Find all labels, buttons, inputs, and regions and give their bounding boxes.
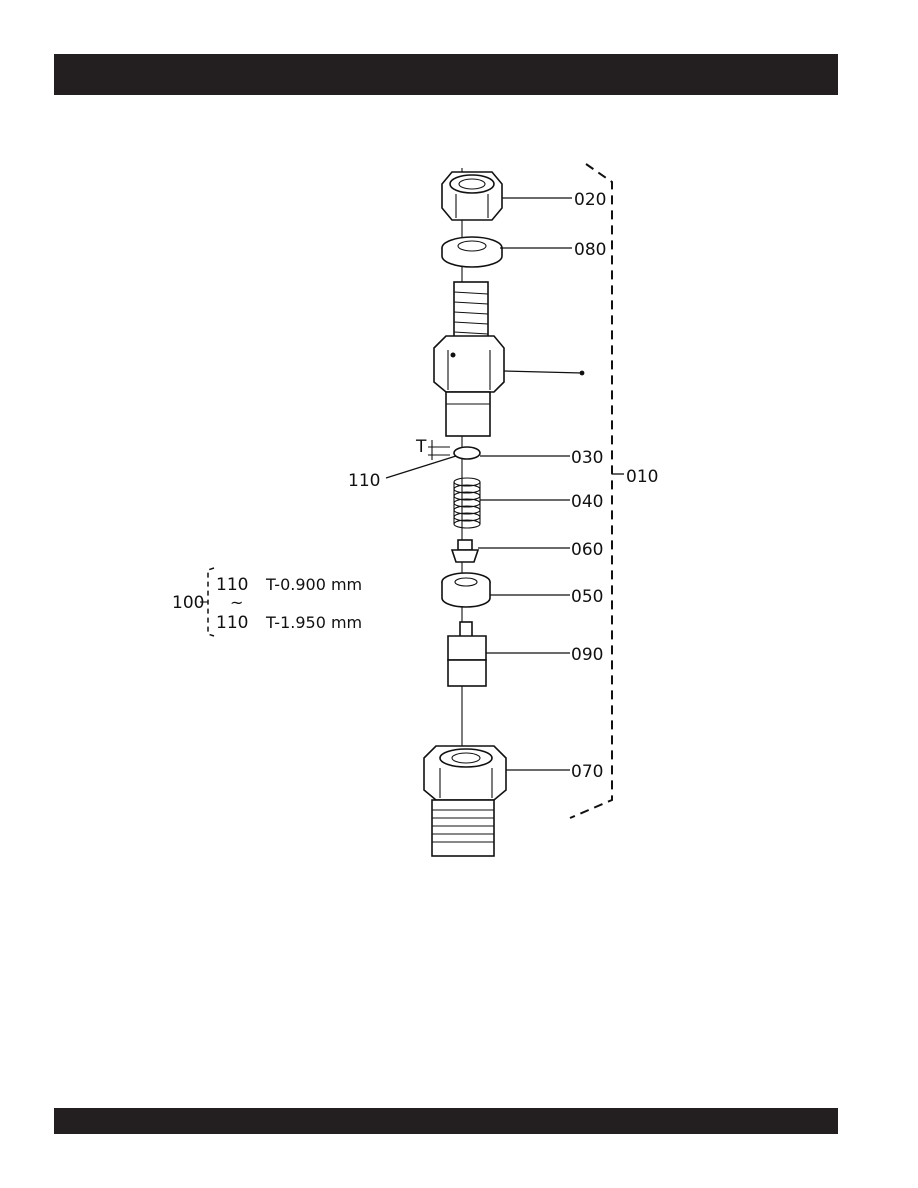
callout-070: 070	[571, 762, 603, 782]
callout-110: 110	[348, 471, 380, 491]
part-040-spring	[453, 477, 481, 529]
part-020-hex-nut	[441, 171, 503, 221]
part-030-disc	[453, 446, 481, 460]
leader-body	[503, 370, 583, 374]
callout-060: 060	[571, 540, 603, 560]
part-holder-body	[433, 281, 505, 437]
shim-brace	[207, 567, 215, 637]
callout-030: 030	[571, 448, 603, 468]
part-090-valve-body	[447, 621, 487, 687]
assembly-bracket-dashed	[569, 163, 613, 819]
shim-selection-table: 100 110 T-0.900 mm ~ 110 T-1.950 mm	[172, 567, 362, 637]
shim-row2-part: 110	[216, 613, 248, 633]
shim-range-tilde: ~	[230, 593, 243, 612]
footer-bar	[54, 1108, 838, 1134]
callout-020: 020	[574, 190, 606, 210]
shim-row1-part: 110	[216, 575, 248, 595]
part-080-washer	[441, 236, 503, 268]
part-060-valve	[450, 539, 480, 563]
part-070-holder-nut	[423, 745, 507, 857]
shim-row1-spec: T-0.900 mm	[265, 575, 362, 594]
part-050-seat-ring	[441, 572, 491, 608]
callout-050: 050	[571, 587, 603, 607]
callout-040: 040	[571, 492, 603, 512]
body-dot-marker	[579, 370, 585, 376]
shim-row2-spec: T-1.950 mm	[265, 613, 362, 632]
callout-080: 080	[574, 240, 606, 260]
callout-090: 090	[571, 645, 603, 665]
leader-110	[385, 455, 457, 479]
thickness-label: T	[415, 437, 427, 457]
shim-assembly-ref: 100	[172, 593, 204, 613]
callout-010: 010	[626, 467, 658, 487]
header-bar	[54, 54, 838, 95]
